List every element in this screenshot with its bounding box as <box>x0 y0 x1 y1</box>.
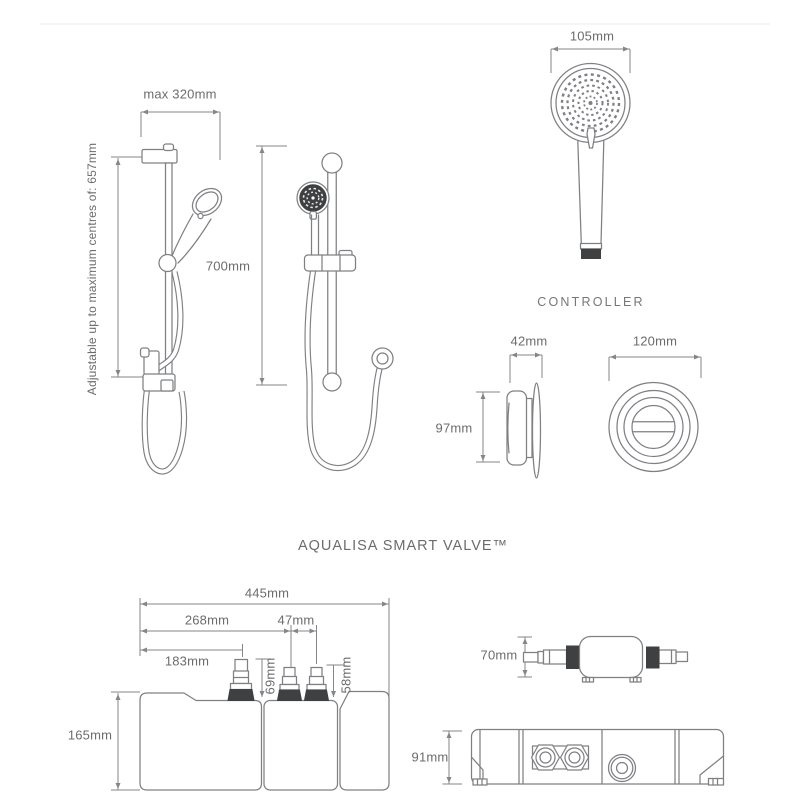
spray-mode-lever <box>586 127 596 149</box>
dim-label-183: 183mm <box>164 653 210 669</box>
dim-700 <box>256 145 287 386</box>
dim-165 <box>111 691 140 791</box>
controller-side-body <box>506 382 542 479</box>
valve-outlet-spigot-3 <box>303 666 330 701</box>
rail-side-view-drawing <box>111 109 223 475</box>
rail-top-knob <box>321 152 343 174</box>
wall-outlet-side <box>139 347 176 392</box>
valve-top-view-drawing <box>517 635 689 683</box>
handset-handle <box>577 140 605 259</box>
dim-58 <box>326 664 344 697</box>
controller-front-view-drawing <box>608 354 702 473</box>
hex-port-1 <box>530 744 561 771</box>
rail-bottom-knob <box>322 372 342 392</box>
dim-label-70: 70mm <box>480 647 518 663</box>
valve-front-view-drawing <box>111 598 390 791</box>
dim-label-47: 47mm <box>277 612 315 628</box>
dim-label-445: 445mm <box>244 585 290 601</box>
dim-label-42: 42mm <box>510 333 548 349</box>
dim-657 <box>111 156 144 378</box>
wall-arm <box>141 148 178 164</box>
handset-handle-front <box>310 214 320 256</box>
valve-outlet-spigot-2 <box>276 666 303 701</box>
handset-side <box>171 187 223 264</box>
dim-label-adjustable-657: Adjustable up to maximum centres of: 657… <box>85 142 99 396</box>
dim-91 <box>442 730 462 785</box>
dim-445 <box>139 598 390 697</box>
dim-47 <box>291 625 317 664</box>
dim-max-320 <box>140 109 221 160</box>
valve-bottom-view-drawing <box>442 728 725 786</box>
dim-97 <box>476 391 500 463</box>
controller-heading: CONTROLLER <box>537 295 645 309</box>
dim-label-69: 69mm <box>262 657 278 695</box>
dim-69 <box>255 658 271 697</box>
handset-head <box>550 62 631 144</box>
dim-label-120: 120mm <box>632 333 678 349</box>
round-port <box>607 753 637 783</box>
dim-268 <box>140 625 292 671</box>
controller-dial <box>608 381 699 473</box>
controller-side-view-drawing <box>476 352 543 479</box>
wall-outlet-ring <box>371 347 394 370</box>
dim-label-max-320: max 320mm <box>143 86 217 102</box>
dim-183 <box>140 644 243 657</box>
slider-bracket-front <box>303 249 357 272</box>
hose-front <box>304 270 383 472</box>
dim-label-268: 268mm <box>184 612 230 628</box>
valve-box-right <box>339 690 390 791</box>
dim-label-700: 700mm <box>205 258 251 274</box>
dim-label-165: 165mm <box>67 727 113 743</box>
handset-front-view-drawing <box>550 46 631 259</box>
rail-front-view-drawing <box>256 145 394 472</box>
handset-face-small <box>296 181 330 220</box>
valve-box-left <box>139 692 263 791</box>
valve-top-body <box>522 635 689 683</box>
valve-outlet-spigot-1 <box>227 658 255 701</box>
valve-box-mid <box>263 699 339 791</box>
dim-42 <box>509 352 543 383</box>
dim-label-58: 58mm <box>338 656 354 694</box>
dim-label-97: 97mm <box>435 420 473 436</box>
hex-port-2 <box>559 744 590 771</box>
dim-105 <box>550 46 631 73</box>
hose-side <box>141 271 188 475</box>
dim-120 <box>608 354 702 381</box>
dim-label-105: 105mm <box>569 28 615 44</box>
smart-valve-heading: AQUALISA SMART VALVE™ <box>297 538 509 554</box>
dim-label-91: 91mm <box>411 749 449 765</box>
arm-knob <box>162 143 175 152</box>
valve-bottom-body <box>470 728 725 786</box>
slider-knob-side <box>158 253 177 273</box>
